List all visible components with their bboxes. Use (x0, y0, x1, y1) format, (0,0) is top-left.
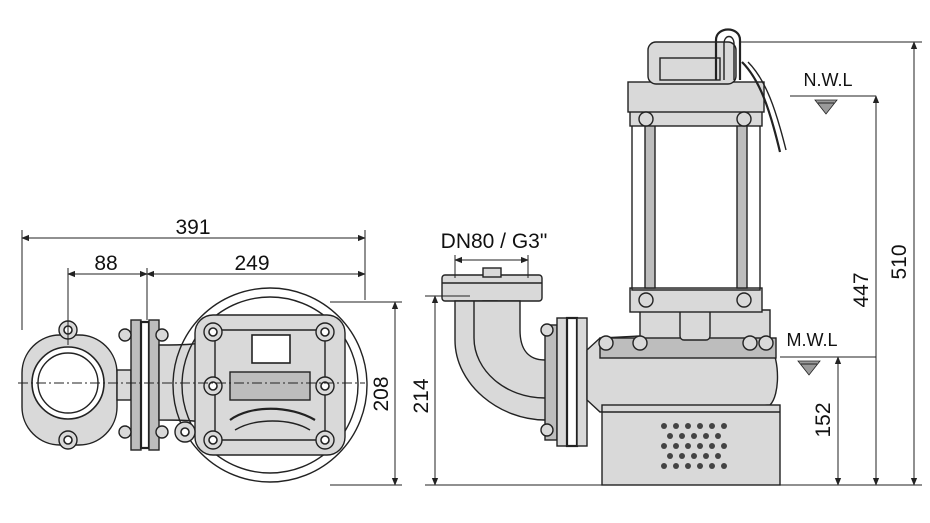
outlet-elbow (441, 267, 553, 421)
mwl-marker: M.W.L (780, 330, 876, 376)
mwl-label: M.W.L (786, 330, 837, 350)
strainer-base (601, 404, 781, 486)
nwl-height-label: 447 (850, 272, 873, 307)
plan-depth-label: 208 (370, 376, 393, 411)
body-offset-label: 249 (234, 252, 269, 275)
outlet-height-label: 214 (410, 378, 433, 413)
outlet-offset-label: 88 (94, 252, 117, 275)
dimension-nwl-height: 447 (850, 95, 880, 486)
pump-housing-side (586, 299, 779, 413)
pump-body-top (172, 287, 368, 483)
nwl-marker: N.W.L (790, 70, 876, 115)
side-view: N.W.L M.W.L DN80 / G3" 214 152 (410, 28, 922, 486)
motor-body (627, 41, 765, 313)
strainer-holes (661, 423, 727, 469)
total-height-label: 510 (888, 244, 911, 279)
outlet-size-label: DN80 / G3" (441, 230, 548, 253)
dimension-outlet-offset: 88 (67, 252, 148, 345)
dimension-body-offset: 249 (146, 252, 366, 278)
overall-width-label: 391 (175, 216, 210, 239)
dimension-overall-width: 391 (21, 216, 366, 330)
bolt-set-top (174, 322, 335, 450)
dimension-outlet-size: DN80 / G3" (441, 230, 548, 278)
dimension-plan-depth: 208 (330, 301, 402, 486)
outlet-flange-top (21, 320, 118, 450)
lifting-handle (714, 28, 787, 153)
dimension-total-height: 510 (740, 41, 922, 486)
dimension-outlet-height: 214 (410, 295, 602, 486)
top-view: 391 88 249 208 (18, 216, 402, 486)
mwl-height-label: 152 (812, 402, 835, 437)
nwl-label: N.W.L (803, 70, 852, 90)
dimension-mwl-height: 152 (780, 356, 922, 486)
pump-flange-side (540, 316, 588, 448)
